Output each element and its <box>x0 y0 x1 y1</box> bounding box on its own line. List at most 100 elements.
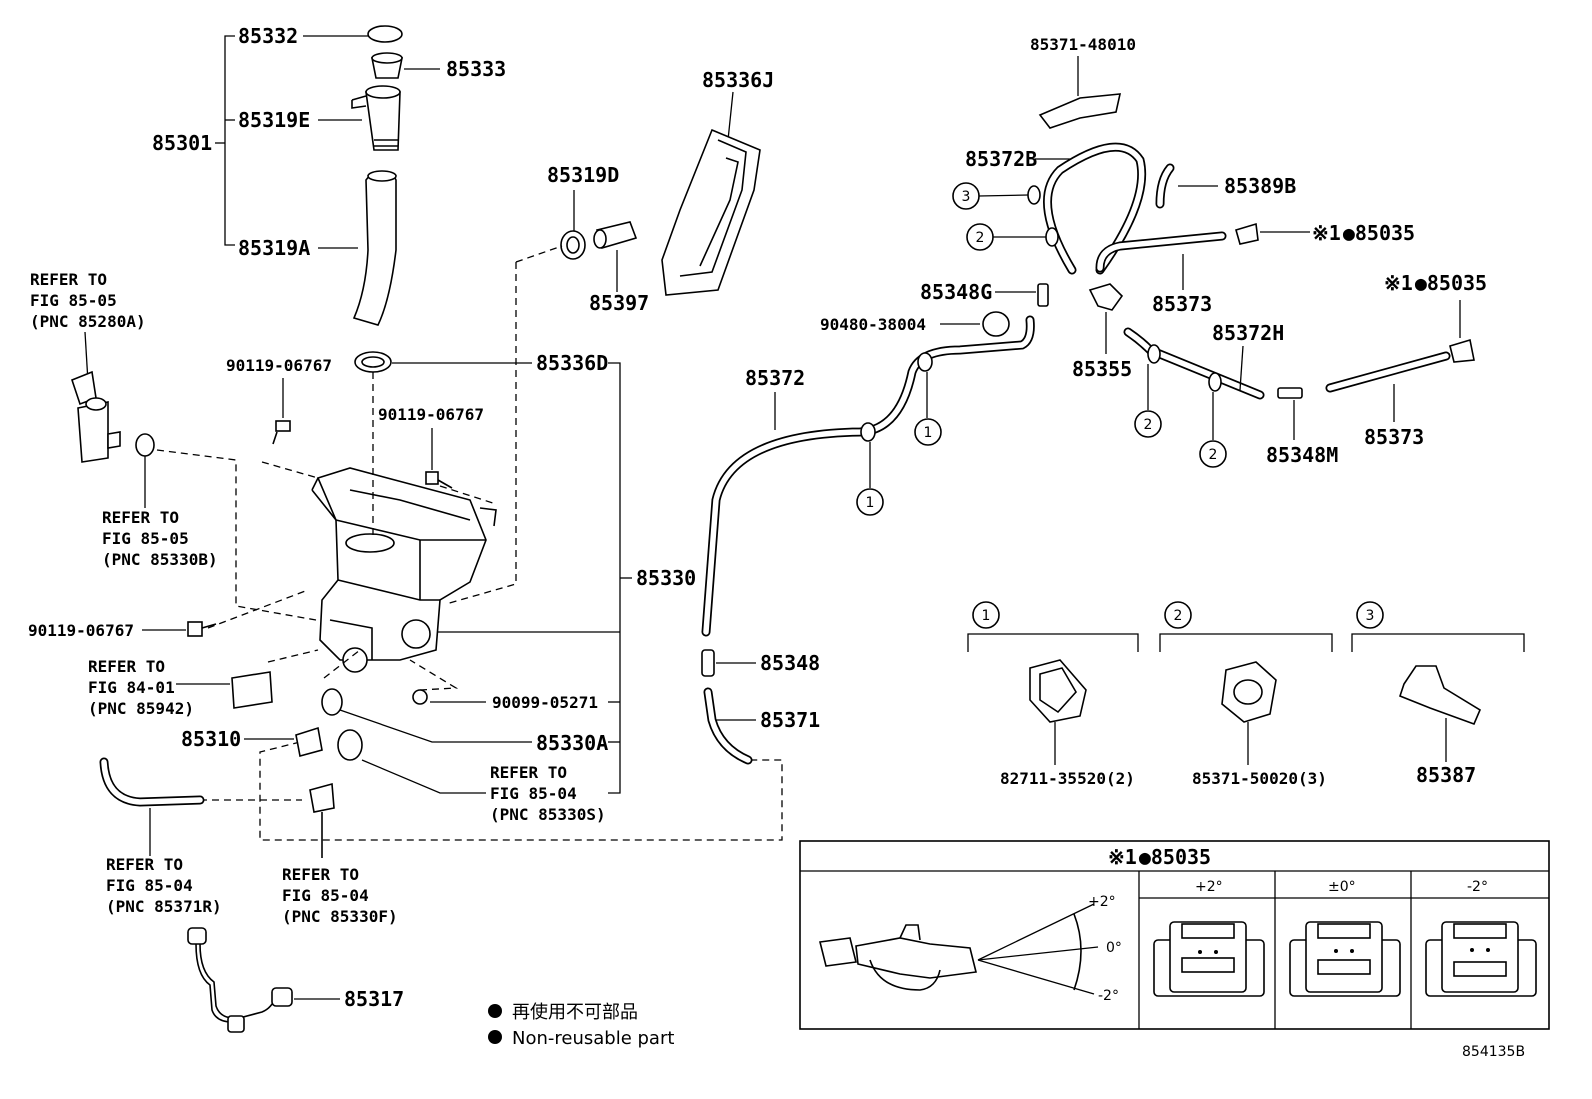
angle-plus2: +2° <box>1088 894 1116 910</box>
callout-2: 2 <box>976 230 985 246</box>
ref-85330S: REFER TO FIG 85-04 (PNC 85330S) <box>490 763 606 824</box>
joint-85348 <box>701 649 715 677</box>
col-plus2: +2° <box>1195 879 1223 895</box>
ref-85330B: REFER TO FIG 85-05 (PNC 85330B) <box>102 456 218 569</box>
legend: 再使用不可部品 Non-reusable part <box>488 1002 674 1049</box>
ref-line: FIG 85-04 <box>490 784 577 803</box>
label-85371: 85371 <box>760 708 820 732</box>
ref-line: FIG 84-01 <box>88 678 175 697</box>
angle-minus2: -2° <box>1098 988 1119 1004</box>
label-85330: 85330 <box>636 566 696 590</box>
ref-85330F: REFER TO FIG 85-04 (PNC 85330F) <box>282 865 398 926</box>
label-90119-06767-c: 90119-06767 <box>28 621 134 640</box>
label-85319D: 85319D <box>547 163 619 187</box>
grommet-90480 <box>982 311 1010 337</box>
harness-85317: 85317 <box>187 927 404 1033</box>
drawing-number: 854135B <box>1462 1044 1525 1060</box>
label-85333: 85333 <box>446 57 506 81</box>
ref-line: FIG 85-04 <box>282 886 369 905</box>
part-85319A <box>352 172 397 326</box>
label-85348: 85348 <box>760 651 820 675</box>
label-85301: 85301 <box>152 131 212 155</box>
label-85372H: 85372H <box>1212 321 1284 345</box>
ref-85371R: REFER TO FIG 85-04 (PNC 85371R) <box>99 757 222 916</box>
label-85332: 85332 <box>238 24 298 48</box>
ref-line: REFER TO <box>490 763 567 782</box>
label-85319A: 85319A <box>238 236 310 260</box>
nozzle-angle-box: ※1●85035 +2° ±0° -2° +2° 0° -2° <box>799 840 1550 1030</box>
label-85330A: 85330A <box>536 731 608 755</box>
label-90099-05271: 90099-05271 <box>492 693 598 712</box>
label-85310: 85310 <box>181 727 241 751</box>
joint-85348G <box>1037 283 1049 307</box>
nozzle-85035-b <box>1449 338 1475 363</box>
legend-en: Non-reusable part <box>512 1028 674 1049</box>
grommet-85336D <box>354 351 392 373</box>
clip-callout-3: 3 <box>1366 608 1375 624</box>
pump-grommet-group: 85319D 85397 <box>547 163 649 315</box>
label-85371-50020: 85371-50020(3) <box>1192 769 1327 788</box>
cap-85332 <box>367 25 403 43</box>
sensor-85942 <box>231 671 273 709</box>
legend-jp: 再使用不可部品 <box>512 1002 638 1023</box>
label-85372B: 85372B <box>965 147 1037 171</box>
ref-line: (PNC 85371R) <box>106 897 222 916</box>
callout-1: 1 <box>924 425 933 441</box>
label-85373-a: 85373 <box>1152 292 1212 316</box>
nozzle-face-minus2 <box>1425 921 1537 997</box>
hose-85372-group: 85372 85348 85371 <box>701 315 1035 765</box>
bullet-icon <box>488 1030 502 1044</box>
ref-line: (PNC 85942) <box>88 699 194 718</box>
nozzle-face-plus2 <box>1153 921 1265 997</box>
ref-line: FIG 85-04 <box>106 876 193 895</box>
label-85387: 85387 <box>1416 763 1476 787</box>
joint-85348M <box>1277 387 1303 399</box>
label-85372: 85372 <box>745 366 805 390</box>
label-85336D: 85336D <box>536 351 608 375</box>
nut-90099: 90099-05271 <box>412 689 598 712</box>
bolt-90119-c: 90119-06767 <box>28 621 217 640</box>
ref-85280A: REFER TO FIG 85-05 (PNC 85280A) <box>30 270 155 463</box>
label-90119-06767-a: 90119-06767 <box>226 356 332 375</box>
part-number: 85035 <box>1355 221 1415 245</box>
part-number: 85035 <box>1427 271 1487 295</box>
label-85035-b: ※1●85035 <box>1384 271 1487 295</box>
callout-2: 2 <box>1209 447 1218 463</box>
mark-1: ※1 <box>1108 845 1137 869</box>
label-85035-a: ※1●85035 <box>1312 221 1415 245</box>
part-85319E <box>365 91 401 151</box>
bullet-icon <box>488 1004 502 1018</box>
label-90480-38004: 90480-38004 <box>820 315 926 334</box>
valve-85355 <box>1088 283 1124 311</box>
part-number: 85035 <box>1151 845 1211 869</box>
nozzle-85035-a <box>1235 222 1259 245</box>
clip-callout-1: 1 <box>982 608 991 624</box>
ref-line: (PNC 85330B) <box>102 550 218 569</box>
tank-body <box>316 467 487 661</box>
callout-1: 1 <box>866 495 875 511</box>
ref-line: FIG 85-05 <box>30 291 117 310</box>
col-minus2: -2° <box>1467 879 1488 895</box>
label-90119-06767-b: 90119-06767 <box>378 405 484 424</box>
label-85336J: 85336J <box>702 68 774 92</box>
clip-85387 <box>1399 665 1482 726</box>
clip-82711 <box>1029 659 1087 723</box>
right-hose-group: 85371-48010 85372B 85389B ※1●85035 85373… <box>820 35 1487 467</box>
ref-line: REFER TO <box>106 855 183 874</box>
ref-line: REFER TO <box>88 657 165 676</box>
filler-neck-group: 85301 85332 85319E 85319A 85333 <box>152 24 506 326</box>
label-85371-48010: 85371-48010 <box>1030 35 1136 54</box>
ref-line: REFER TO <box>282 865 359 884</box>
callouts: 3 2 1 1 2 2 <box>856 182 1227 516</box>
ref-line: (PNC 85330S) <box>490 805 606 824</box>
col-zero: ±0° <box>1328 879 1356 895</box>
label-85317: 85317 <box>344 987 404 1011</box>
angle-zero: 0° <box>1106 940 1122 956</box>
ref-line: (PNC 85330F) <box>282 907 398 926</box>
ref-line: REFER TO <box>30 270 107 289</box>
clip-detail-group: 1 2 3 82711-35520(2) 85371-50020(3) 8538… <box>967 601 1525 788</box>
ref-line: (PNC 85280A) <box>30 312 146 331</box>
clip-callout-2: 2 <box>1174 608 1183 624</box>
clip-85371-50020 <box>1221 661 1277 723</box>
